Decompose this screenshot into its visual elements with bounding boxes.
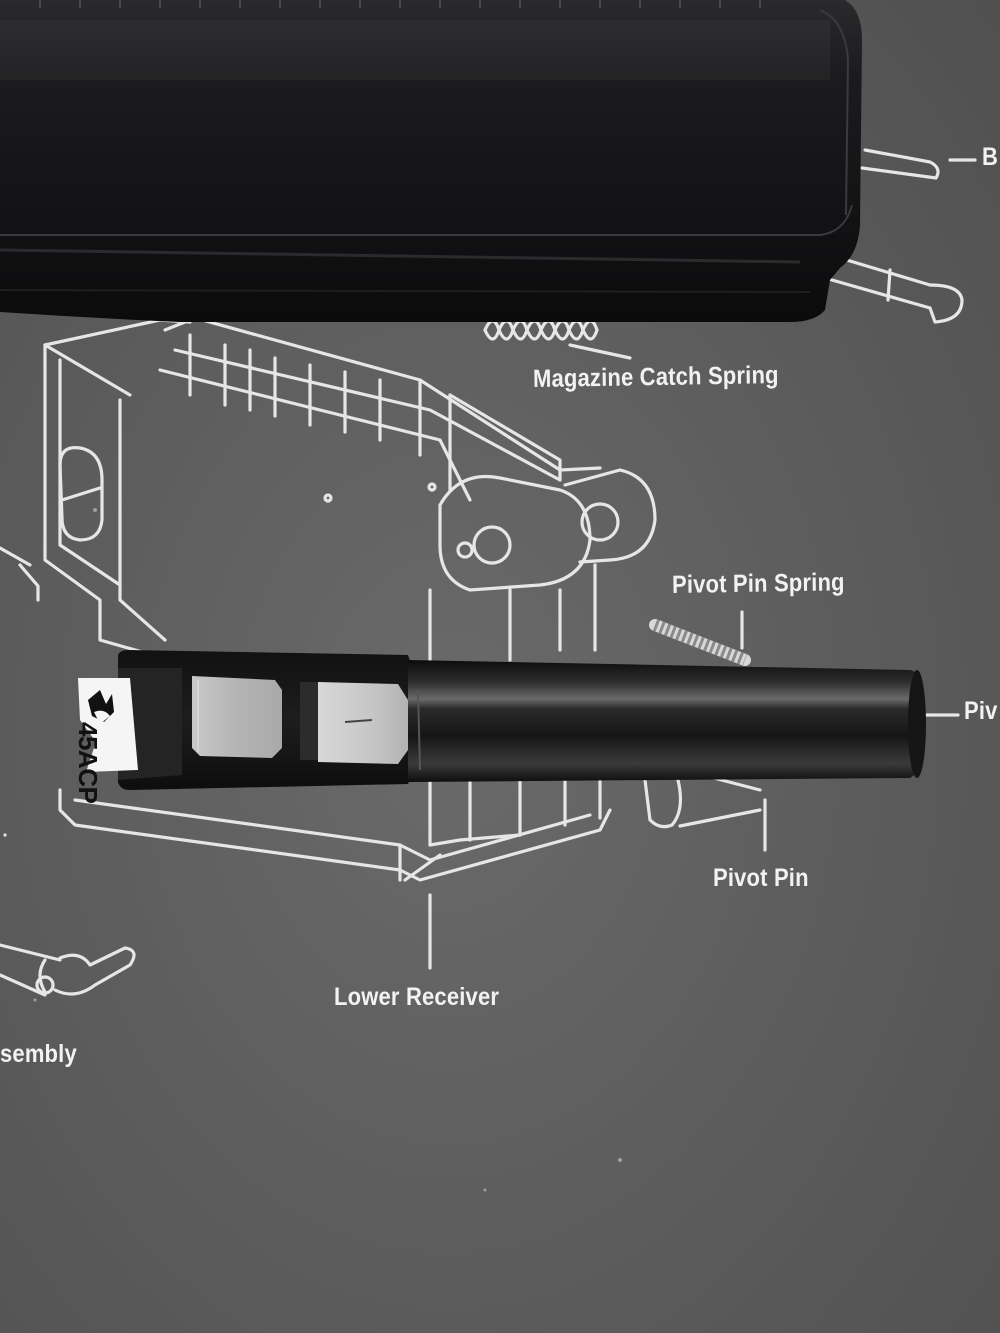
caliber-marking: 45ACP (73, 722, 103, 804)
lower-receiver-label: Lower Receiver (334, 983, 500, 1011)
black-case (0, 0, 862, 322)
piv-label-partial: Piv (964, 697, 998, 725)
pivot-pin-label: Pivot Pin (713, 864, 809, 892)
mat-specks (33, 508, 622, 1192)
pistol-barrel (78, 650, 926, 790)
pivot-pin-spring-label: Pivot Pin Spring (671, 568, 845, 599)
pivot-pin-spring-graphic (649, 619, 751, 666)
magazine-catch-spring-label: Magazine Catch Spring (532, 361, 779, 393)
b-label-partial: B (982, 143, 999, 171)
assembly-label-partial: sembly (0, 1040, 77, 1068)
